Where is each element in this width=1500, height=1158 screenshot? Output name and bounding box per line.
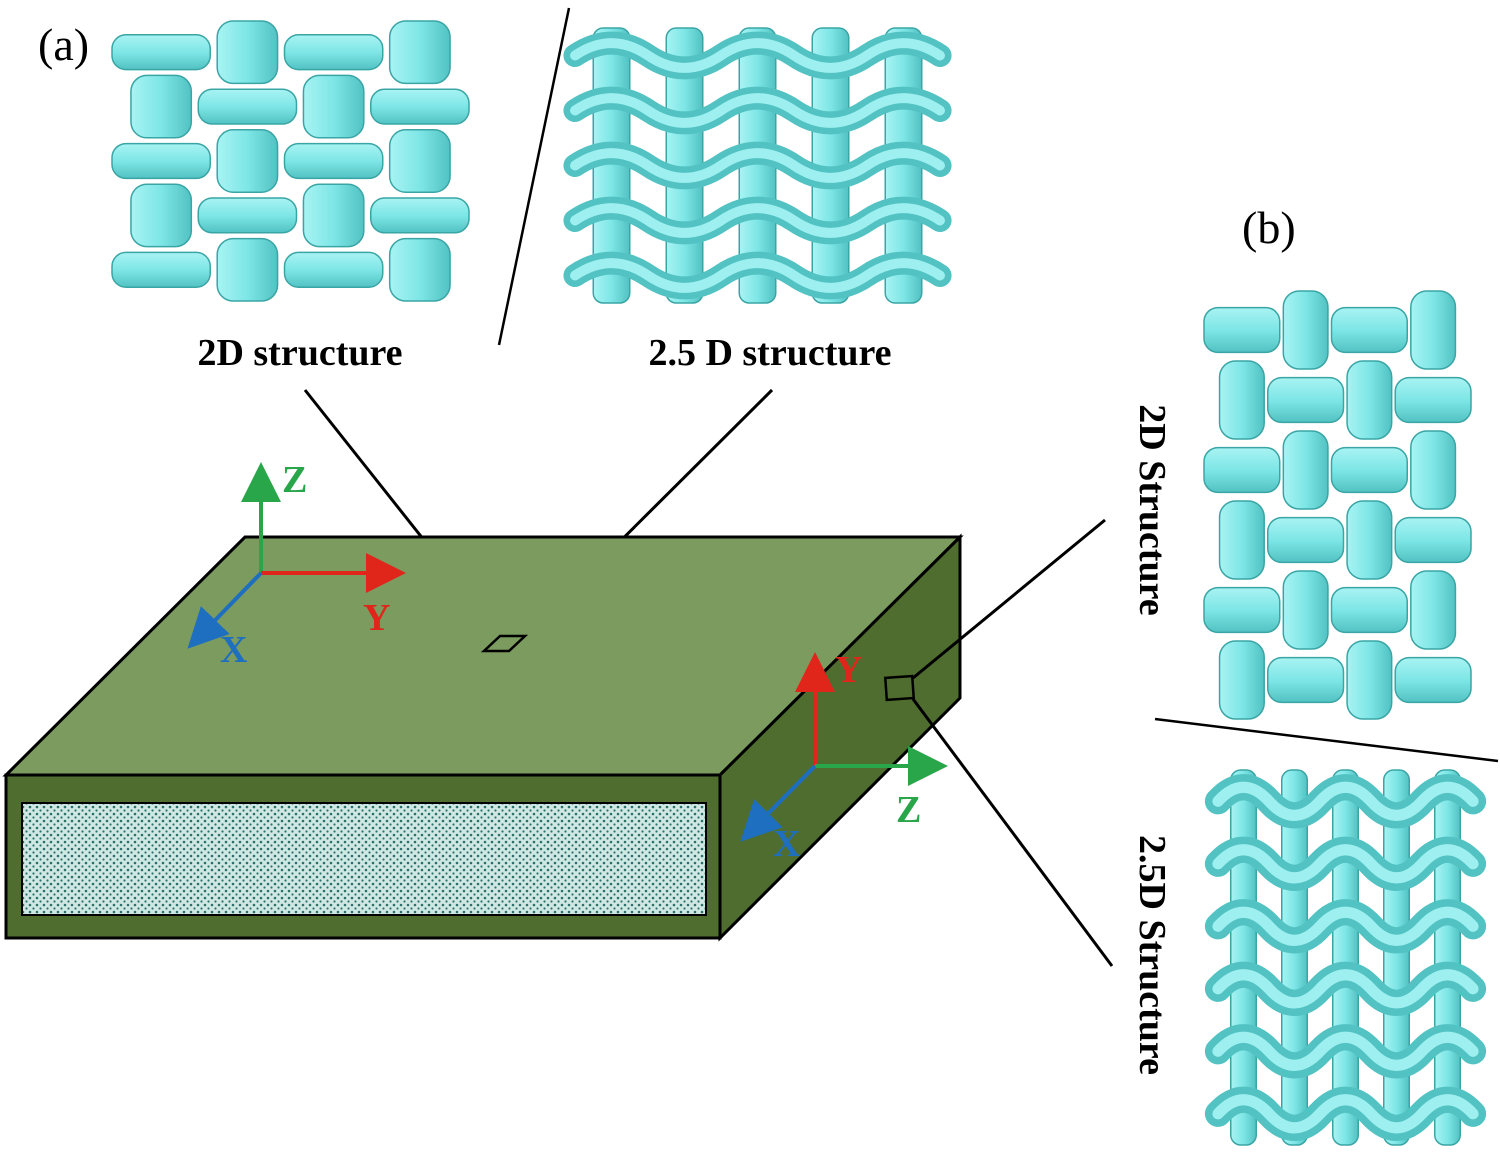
side-axis-x-arrow (740, 764, 817, 842)
warp-yarn (216, 129, 279, 193)
wavy-yarn-highlight (1212, 1094, 1479, 1134)
panel-label-a: (a) (38, 19, 89, 70)
weft-yarn (1394, 656, 1472, 704)
side-axis-y-label: Y (835, 649, 862, 691)
warp-yarn (1346, 360, 1393, 440)
label-2d-structure: 2D structure (197, 332, 402, 374)
weft-yarn (197, 88, 298, 125)
warp-yarn (216, 20, 279, 85)
right-divider-line (1154, 717, 1499, 763)
wavy-yarn-highlight (1212, 1031, 1479, 1071)
top-axis-x-label: X (220, 629, 247, 671)
side-woven-25d-icon (1204, 769, 1487, 1146)
weft-yarn (283, 251, 384, 288)
side-axis-x-label: X (773, 823, 800, 865)
warp-yarn (302, 183, 365, 248)
callout-line-side-25d (911, 698, 1114, 967)
weft-yarn (370, 197, 470, 234)
woven-2d-icon (111, 20, 470, 302)
weft-yarn (1267, 376, 1345, 424)
warp-yarn (388, 20, 451, 85)
weft-yarn (1267, 656, 1345, 704)
side-axis-z-label: Z (896, 789, 921, 831)
side-label-2d-structure: 2D Structure (1131, 404, 1173, 615)
panel-label-b: (b) (1242, 202, 1296, 253)
wavy-yarn-highlight (1212, 781, 1479, 821)
top-axis-x-arrow (187, 571, 263, 649)
warp-yarn (1282, 430, 1329, 510)
weft-yarn (1267, 516, 1345, 564)
warp-yarn (130, 183, 193, 248)
weft-yarn (1394, 376, 1472, 424)
weft-yarn (283, 142, 384, 180)
wavy-yarn-highlight (570, 148, 945, 183)
weft-yarn (1203, 446, 1281, 494)
plate-core-region (21, 802, 707, 916)
wavy-yarn-highlight (570, 93, 945, 128)
side-axis-triad: Y Z X (740, 649, 948, 865)
wavy-yarn-highlight (570, 258, 945, 293)
warp-yarn (1346, 500, 1393, 580)
warp-yarn (302, 74, 365, 139)
weft-yarn (1203, 586, 1281, 634)
weft-yarn (111, 34, 211, 71)
weft-yarn (197, 197, 298, 234)
weft-yarn (1203, 306, 1281, 354)
warp-yarn (1282, 290, 1329, 370)
side-woven-2d-icon (1203, 290, 1472, 720)
weft-yarn (1394, 516, 1472, 564)
weft-yarn (1330, 446, 1408, 494)
axis-triad-icon: Z Y X (187, 459, 406, 671)
weft-yarn (1330, 306, 1408, 354)
side-selection-box (883, 674, 916, 702)
wavy-yarn-highlight (570, 203, 945, 238)
top-axis-z-label: Z (282, 459, 307, 501)
warp-yarn (1346, 640, 1393, 720)
warp-yarn (216, 237, 279, 302)
weft-yarn (283, 34, 384, 71)
warp-yarn (130, 74, 193, 139)
warp-yarn (1218, 360, 1265, 440)
weft-yarn (370, 88, 470, 125)
warp-yarn (1410, 290, 1457, 370)
wavy-yarn-highlight (1212, 969, 1479, 1009)
warp-yarn (1410, 430, 1457, 510)
woven-25d-icon (563, 27, 952, 304)
side-label-25d-structure: 2.5D Structure (1131, 835, 1173, 1075)
weft-yarn (1330, 586, 1408, 634)
warp-yarn (1218, 640, 1265, 720)
top-divider-line (497, 7, 571, 346)
warp-yarn (388, 129, 451, 193)
top-axis-y-label: Y (363, 597, 390, 639)
top-selection-box (480, 634, 529, 653)
wavy-yarn-highlight (1212, 844, 1479, 884)
warp-yarn (1410, 570, 1457, 650)
warp-yarn (1218, 500, 1265, 580)
wavy-yarn-highlight (570, 38, 945, 73)
warp-yarn (1282, 570, 1329, 650)
weft-yarn (111, 142, 211, 180)
weft-yarn (111, 251, 211, 288)
wavy-yarn-highlight (1212, 906, 1479, 946)
warp-yarn (388, 237, 451, 302)
callout-line-side-2d (912, 518, 1106, 680)
label-25d-structure: 2.5 D structure (648, 332, 891, 374)
